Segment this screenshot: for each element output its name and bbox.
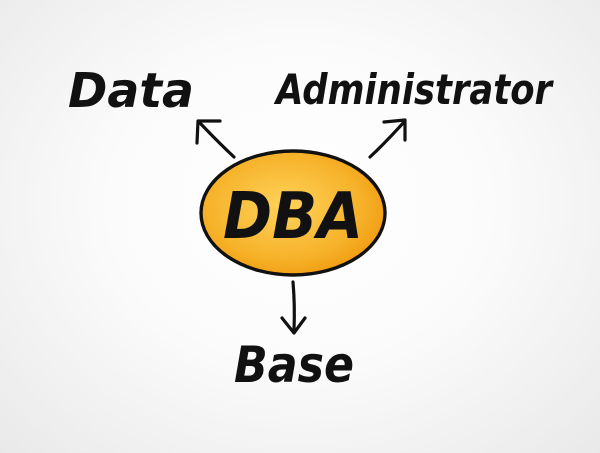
branch-label-administrator: Administrator (273, 65, 553, 114)
arrow-to-data (195, 119, 236, 159)
center-bubble (199, 149, 387, 277)
branch-label-base: Base (234, 336, 354, 394)
arrow-shaft (368, 120, 406, 159)
arrow-shaft (198, 121, 236, 159)
center-label: DBA (223, 180, 363, 254)
arrow-head (195, 119, 222, 145)
center-node: DBA (199, 149, 387, 277)
arrow-head (280, 316, 307, 335)
arrow-to-administrator (368, 118, 407, 159)
arrow-to-base (280, 280, 307, 335)
arrow-head (382, 118, 407, 142)
branch-label-data: Data (68, 63, 194, 119)
arrow-shaft (291, 280, 296, 332)
